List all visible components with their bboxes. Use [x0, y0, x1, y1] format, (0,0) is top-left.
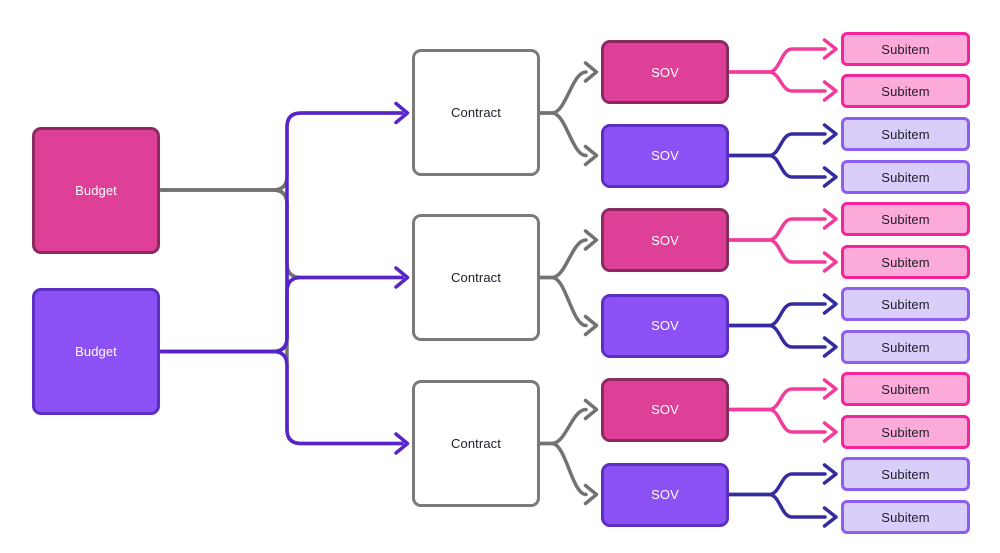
contract-node-1: Contract — [412, 49, 540, 176]
subitem-label: Subitem — [881, 83, 930, 99]
subitem-label: Subitem — [881, 296, 930, 312]
contract-label: Contract — [451, 436, 501, 451]
subitem-node-12: Subitem — [841, 500, 970, 534]
edge-contract3-sov6 — [538, 441, 599, 506]
subitem-label: Subitem — [881, 424, 930, 440]
sov-label: SOV — [651, 318, 679, 333]
edge-sov1-subitem2 — [727, 70, 838, 102]
subitem-label: Subitem — [881, 339, 930, 355]
sov-label: SOV — [651, 64, 679, 80]
subitem-label: Subitem — [881, 41, 930, 57]
edge-sov3-subitem5 — [727, 208, 838, 242]
subitem-label: Subitem — [881, 381, 930, 397]
contract-label: Contract — [451, 105, 501, 120]
budget-node-1: Budget — [32, 127, 160, 254]
sov-node-2: SOV — [601, 123, 729, 188]
edge-budget2-contract2 — [159, 275, 404, 354]
subitem-node-4: Subitem — [841, 160, 970, 194]
subitem-label: Subitem — [881, 509, 930, 525]
edge-budget1-contract1 — [159, 111, 404, 192]
contract-node-2: Contract — [412, 214, 540, 341]
edge-sov2-subitem4 — [727, 153, 838, 188]
edge-sov1-subitem1 — [727, 38, 838, 74]
arrowhead-contract3 — [394, 432, 410, 455]
edge-sov5-subitem10 — [727, 407, 838, 443]
subitem-node-8: Subitem — [841, 330, 970, 364]
sov-node-1: SOV — [601, 40, 729, 104]
edge-contract3-sov5 — [538, 398, 599, 446]
subitem-node-1: Subitem — [841, 32, 970, 66]
edge-sov5-subitem9 — [727, 378, 838, 412]
subitem-label: Subitem — [881, 169, 930, 185]
sov-label: SOV — [651, 487, 679, 502]
subitem-node-11: Subitem — [841, 457, 970, 491]
edge-budget1-contract3 — [159, 188, 404, 446]
edge-contract2-sov4 — [538, 275, 599, 337]
edge-sov2-subitem3 — [727, 123, 838, 158]
arrowhead-contract1 — [394, 101, 410, 125]
edge-sov4-subitem8 — [727, 323, 838, 358]
contract-label: Contract — [451, 270, 501, 285]
edge-sov3-subitem6 — [727, 238, 838, 273]
sov-node-6: SOV — [601, 462, 729, 527]
subitem-label: Subitem — [881, 466, 930, 482]
subitem-node-7: Subitem — [841, 287, 970, 321]
subitem-node-5: Subitem — [841, 202, 970, 236]
sov-label: SOV — [651, 402, 679, 417]
subitem-label: Subitem — [881, 254, 930, 270]
subitem-label: Subitem — [881, 211, 930, 227]
subitem-node-6: Subitem — [841, 245, 970, 279]
sov-node-5: SOV — [601, 377, 729, 442]
edge-contract1-sov1 — [538, 61, 599, 115]
edge-sov6-subitem11 — [727, 463, 838, 497]
subitem-node-10: Subitem — [841, 415, 970, 449]
contract-node-3: Contract — [412, 380, 540, 507]
sov-label: SOV — [651, 148, 679, 163]
budget-label: Budget — [75, 183, 117, 198]
sov-node-3: SOV — [601, 208, 729, 272]
budget-node-2: Budget — [32, 288, 160, 415]
subitem-node-2: Subitem — [841, 74, 970, 108]
budget-label: Budget — [75, 344, 117, 359]
edge-budget2-contract3 — [159, 349, 404, 446]
arrowhead-contract2 — [394, 266, 410, 289]
edge-contract2-sov3 — [538, 229, 599, 280]
sov-node-4: SOV — [601, 293, 729, 358]
edge-budget1-contract2 — [159, 188, 404, 280]
edge-contract1-sov2 — [538, 111, 599, 167]
sov-label: SOV — [651, 232, 679, 248]
subitem-node-9: Subitem — [841, 372, 970, 406]
edge-sov6-subitem12 — [727, 492, 838, 528]
subitem-label: Subitem — [881, 126, 930, 142]
edge-sov4-subitem7 — [727, 293, 838, 328]
edge-budget2-contract1 — [159, 111, 404, 354]
subitem-node-3: Subitem — [841, 117, 970, 151]
